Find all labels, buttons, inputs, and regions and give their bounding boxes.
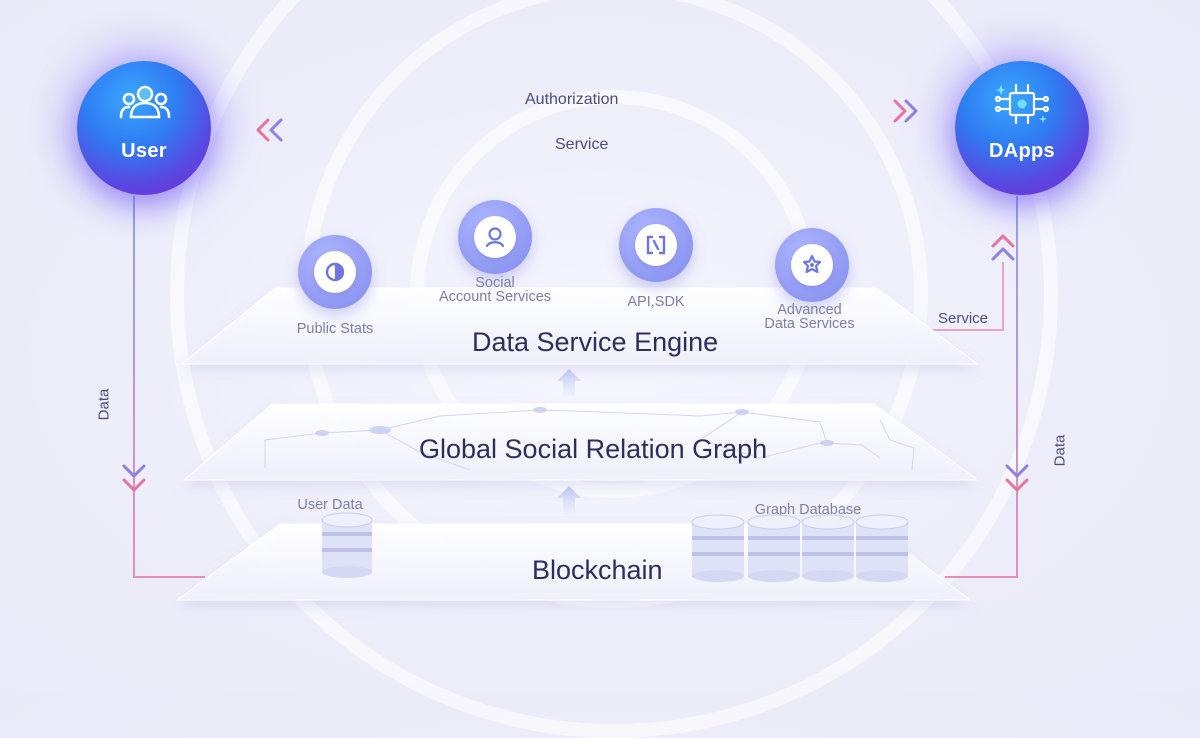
- half-circle-icon: [325, 262, 345, 282]
- service-right-arrowhead-icon: [991, 234, 1015, 261]
- layer-plate-graph: [182, 403, 980, 481]
- data-left-arrowhead-icon: [122, 464, 146, 492]
- up-arrow-icon-engine: [557, 369, 581, 396]
- graph-database-label: Graph Database: [754, 502, 862, 518]
- dapps-label: DApps: [989, 140, 1055, 162]
- data-line-left: [133, 196, 205, 578]
- data-label-right: Data: [1051, 434, 1069, 467]
- up-arrow-icon-graph: [557, 486, 581, 514]
- blockchain-title: Blockchain: [532, 555, 663, 585]
- authorization-arrowhead-icon: [893, 99, 918, 123]
- circuit-chip-icon: [994, 83, 1050, 125]
- global-social-relation-graph-title: Global Social Relation Graph: [419, 434, 768, 464]
- user-node[interactable]: User: [77, 61, 211, 195]
- public-stats-label: Public Stats: [296, 321, 374, 337]
- social-account-services-label: Social Account Services: [438, 275, 552, 305]
- graph-network: [264, 407, 915, 471]
- dapps-node[interactable]: DApps: [955, 61, 1089, 195]
- api-sdk-icon-circle[interactable]: [619, 208, 693, 282]
- authorization-label: Authorization: [525, 91, 619, 108]
- layer-plate-data-service: [180, 287, 979, 365]
- user-avatar-icon: [485, 227, 505, 248]
- users-icon: [119, 85, 171, 119]
- data-service-engine-title: Data Service Engine: [472, 327, 719, 357]
- service-arrowhead-icon: [256, 118, 283, 142]
- advanced-data-services-label: Advanced Data Services: [764, 302, 855, 332]
- user-label: User: [121, 140, 167, 162]
- user-data-label: User Data: [297, 497, 363, 513]
- public-stats-icon-circle[interactable]: [298, 235, 372, 309]
- service-label-top: Service: [555, 136, 609, 153]
- social-account-services-icon-circle[interactable]: [458, 200, 532, 274]
- api-sdk-label: API,SDK: [627, 294, 685, 310]
- star-badge-icon: [802, 254, 822, 274]
- bracket-code-icon: [646, 235, 666, 255]
- graph-database-icon: [691, 514, 909, 582]
- data-label-left: Data: [95, 388, 113, 421]
- user-data-database-icon: [321, 512, 373, 578]
- advanced-data-services-icon-circle[interactable]: [775, 228, 849, 302]
- service-label-right: Service: [938, 310, 989, 327]
- data-line-right: [945, 196, 1018, 578]
- data-right-arrowhead-icon: [1005, 464, 1029, 492]
- service-line-right: [930, 262, 1004, 331]
